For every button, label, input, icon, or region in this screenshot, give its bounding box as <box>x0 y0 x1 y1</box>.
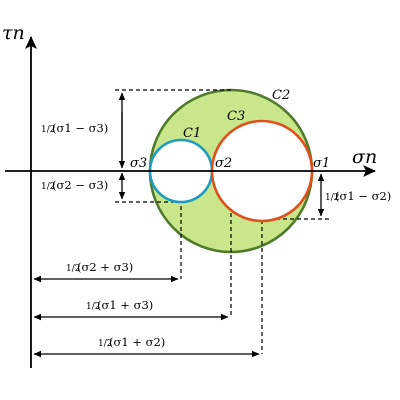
expr-s2-plus-s3: (σ2 + σ3) <box>77 260 133 274</box>
dim-label-half-s2-plus-s3: 1/2 (σ2 + σ3) <box>66 260 133 274</box>
c3-label: C3 <box>227 109 245 124</box>
horizontal-dimensions <box>33 275 260 358</box>
dim-label-half-s1-minus-s3: 1/2 (σ1 − σ3) <box>41 121 108 135</box>
expr-s1-minus-s2: (σ1 − σ2) <box>335 189 391 203</box>
c2-label: C2 <box>272 88 290 103</box>
expr-s1-minus-s3: (σ1 − σ3) <box>52 121 108 135</box>
frac-s1-minus-s3: 1/2 <box>41 125 55 135</box>
vertical-dimensions <box>118 92 325 217</box>
expr-s1-plus-s2: (σ1 + σ2) <box>109 335 165 349</box>
dim-label-half-s2-minus-s3: 1/2 (σ2 − σ3) <box>41 178 108 192</box>
sigma-axis-label: σn <box>352 146 377 168</box>
dim-label-half-s1-minus-s2: 1/2 (σ1 − σ2) <box>325 189 391 203</box>
frac-s2-plus-s3: 1/2 <box>66 264 80 274</box>
frac-s1-plus-s2: 1/2 <box>98 339 112 349</box>
sigma1-label: σ1 <box>313 156 330 171</box>
dim-label-half-s1-plus-s2: 1/2 (σ1 + σ2) <box>98 335 165 349</box>
frac-s2-minus-s3: 1/2 <box>41 182 55 192</box>
sigma2-label: σ2 <box>215 156 232 171</box>
c1-label: C1 <box>183 126 201 141</box>
sigma3-label: σ3 <box>130 156 147 171</box>
frac-s1-plus-s3: 1/2 <box>86 302 100 312</box>
frac-s1-minus-s2: 1/2 <box>325 193 339 203</box>
expr-s1-plus-s3: (σ1 + σ3) <box>97 298 153 312</box>
expr-s2-minus-s3: (σ2 − σ3) <box>52 178 108 192</box>
dim-label-half-s1-plus-s3: 1/2 (σ1 + σ3) <box>86 298 153 312</box>
tau-axis-label: τn <box>2 22 25 44</box>
